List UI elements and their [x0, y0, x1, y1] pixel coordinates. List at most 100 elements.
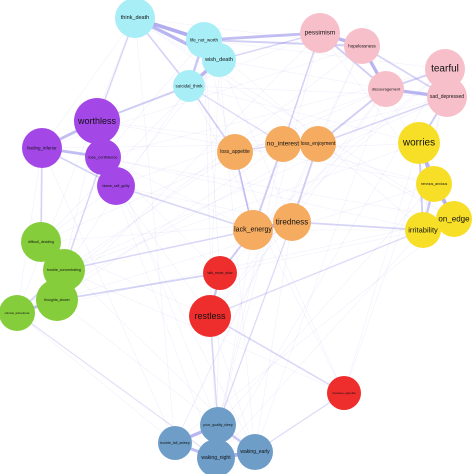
network-edge-faint	[218, 59, 256, 453]
node-circle	[237, 434, 273, 470]
node-circle	[368, 71, 404, 107]
node-waking_night: waking_night	[197, 439, 235, 474]
network-edge-faint	[115, 88, 387, 187]
node-circle	[74, 98, 120, 144]
network-edge-faint	[16, 17, 136, 314]
node-circle	[202, 43, 236, 77]
node-circle	[300, 126, 336, 162]
node-lack_energy: lack_energy	[233, 210, 273, 250]
node-no_interest: no_interest	[265, 126, 301, 162]
network-edge-faint	[317, 143, 455, 220]
node-label: waking_early	[240, 449, 270, 455]
network-edge-faint	[96, 120, 435, 185]
node-loss_appetite: loss_appetite	[217, 134, 253, 170]
network-edge-faint	[63, 151, 236, 271]
node-circle	[21, 222, 61, 262]
network-edge-faint	[218, 59, 293, 223]
node-blame_self_guilty: blame_self_guilty	[97, 167, 135, 205]
node-circle	[115, 0, 155, 38]
node-label: feeling_inferior	[27, 146, 57, 151]
node-label: sad_depressed	[430, 94, 464, 100]
node-discouragement: discouragement	[368, 71, 404, 107]
node-circle	[436, 201, 472, 237]
network-edge-faint	[203, 39, 217, 459]
network-edge-tiredness-poor_quality_sleep	[217, 221, 293, 426]
node-worries: worries	[398, 122, 440, 164]
node-sad_depressed: sad_depressed	[427, 77, 467, 117]
node-label: irritability	[408, 226, 438, 235]
node-wish_death: wish_death	[202, 43, 236, 77]
node-label: worries	[402, 138, 435, 149]
node-worthless: worthless	[74, 98, 120, 144]
network-edge-faint	[134, 17, 455, 220]
network-edge-faint	[41, 147, 176, 444]
node-circle	[85, 139, 121, 175]
node-circle	[427, 77, 467, 117]
node-lose_confidence: lose_confidence	[85, 139, 121, 175]
network-edge-thoughts_slower-talk_move_slow	[56, 272, 221, 301]
node-circle	[405, 212, 441, 248]
network-edge-suicidal_think-no_interest	[188, 85, 284, 145]
node-label: worthless	[77, 116, 117, 126]
network-edge-faint	[134, 17, 319, 145]
node-circle	[0, 295, 35, 331]
node-label: loss_enjoyment	[301, 141, 336, 147]
node-label: thoughts_slower	[44, 298, 70, 302]
node-circle	[173, 70, 205, 102]
network-edge-faint	[254, 88, 387, 453]
node-pessimism: pessimism	[300, 13, 340, 53]
node-label: wish_death	[204, 57, 233, 63]
node-label: talk_move_slow	[208, 271, 233, 275]
network-edge-faint	[217, 143, 284, 426]
node-increase_appetite: increase_appetite	[327, 376, 361, 410]
node-label: difficult_deciding	[28, 240, 54, 244]
network-edge-faint	[203, 39, 446, 70]
network-edge-faint	[209, 315, 256, 453]
network-edge-faint	[188, 85, 448, 98]
node-think_death: think_death	[115, 0, 155, 38]
network-edge-faint	[343, 142, 420, 394]
node-label: no_interest	[267, 141, 299, 148]
node-trouble_fall_asleep: trouble_fall_asleep	[158, 426, 192, 460]
node-label: nervous_anxious	[421, 182, 448, 186]
node-circle	[416, 166, 452, 202]
network-edge-restless-increase_appetite	[209, 315, 345, 394]
network-edge-faint	[174, 143, 319, 444]
network-edge-faint	[115, 185, 211, 317]
network-edge-faint	[209, 88, 387, 317]
network-edge-faint	[56, 143, 284, 301]
node-label: waking_night	[201, 455, 231, 461]
network-edge-faint	[96, 120, 284, 145]
node-label: suicidal_think	[175, 84, 203, 89]
node-label: life_not_worth	[190, 38, 219, 43]
network-edge-trouble_concentrating-lack_energy	[63, 229, 254, 271]
node-circle	[22, 128, 62, 168]
node-label: pessimism	[305, 30, 336, 37]
network-edge-faint	[56, 32, 321, 301]
node-thoughts_slower: thoughts_slower	[36, 279, 78, 321]
node-circle	[189, 295, 231, 337]
network-edge-faint	[56, 299, 219, 426]
node-circle	[203, 256, 237, 290]
node-label: tearful	[431, 64, 459, 75]
node-label: tiredness	[276, 218, 308, 227]
node-label: blame_self_guilty	[102, 184, 129, 188]
network-edge-faint	[102, 156, 254, 231]
node-circle	[344, 28, 380, 64]
network-edge-faint	[115, 185, 256, 453]
node-circle	[300, 13, 340, 53]
node-label: trouble_concentrating	[47, 268, 81, 272]
node-label: lack_energy	[234, 227, 272, 234]
node-circle	[36, 279, 78, 321]
network-edge-faint	[96, 32, 321, 122]
node-talk_move_slow: talk_move_slow	[203, 256, 237, 290]
node-circle	[273, 203, 311, 241]
node-circle	[217, 134, 253, 170]
node-suicidal_think: suicidal_think	[173, 70, 205, 102]
network-edge-faint	[203, 39, 221, 274]
node-waking_early: waking_early	[237, 434, 273, 470]
node-restless: restless	[189, 295, 231, 337]
node-nervous_anxious: nervous_anxious	[416, 166, 452, 202]
network-edge-faint	[188, 85, 420, 144]
